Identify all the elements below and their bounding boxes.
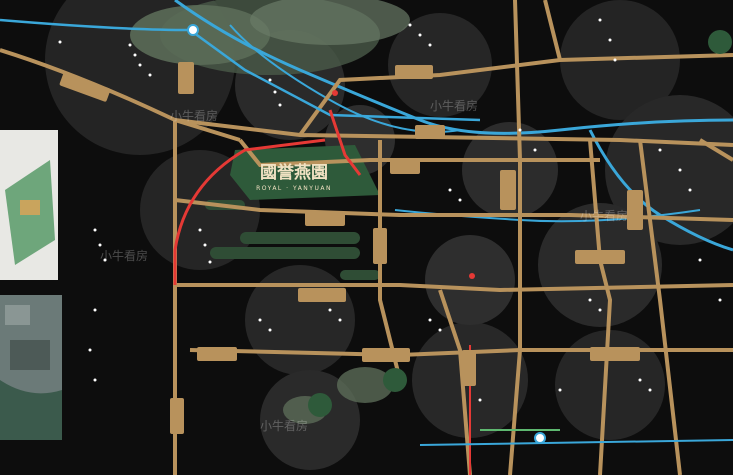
project-name-en: ROYAL · YANYUAN xyxy=(256,185,332,192)
inset-shape xyxy=(20,200,40,215)
svg-text:小牛看房: 小牛看房 xyxy=(100,248,148,263)
watermark: 小牛看房 小牛看房 小牛看房 小牛看房 小牛看房 xyxy=(100,98,628,433)
poi-markers xyxy=(187,24,732,444)
metro-line xyxy=(419,439,733,446)
inset-shape xyxy=(5,305,30,325)
road-labels xyxy=(59,62,643,434)
mountain-area xyxy=(337,367,393,403)
inset-shape xyxy=(0,380,62,440)
park-strip xyxy=(210,247,360,259)
river-line xyxy=(174,0,733,135)
park-icon xyxy=(708,30,732,54)
svg-text:小牛看房: 小牛看房 xyxy=(580,208,628,223)
metro-line-red xyxy=(328,109,362,176)
zone-circle xyxy=(555,330,665,440)
zone-circle xyxy=(140,150,260,270)
poi-star xyxy=(469,273,475,279)
svg-text:小牛看房: 小牛看房 xyxy=(260,418,308,433)
project-marker: 國誉燕園 ROYAL · YANYUAN xyxy=(256,162,332,192)
park-icon xyxy=(383,368,407,392)
park-strip xyxy=(240,232,360,244)
poi-dots xyxy=(58,18,722,402)
zone-circle xyxy=(425,235,515,325)
svg-text:小牛看房: 小牛看房 xyxy=(430,98,478,113)
river-line xyxy=(588,129,733,252)
mountain-area xyxy=(130,5,270,65)
metro-line-red xyxy=(173,138,326,285)
zone-circle xyxy=(388,13,492,117)
project-greenland xyxy=(230,145,380,200)
park-strip xyxy=(340,270,380,280)
inset-shape xyxy=(10,340,50,370)
metro-station-icon xyxy=(187,24,199,36)
park-icon xyxy=(308,393,332,417)
metro-station-icon xyxy=(534,432,546,444)
project-name-cn: 國誉燕園 xyxy=(260,162,328,183)
mountain-area xyxy=(250,0,410,45)
poi-dot xyxy=(332,90,338,96)
svg-text:小牛看房: 小牛看房 xyxy=(170,108,218,123)
